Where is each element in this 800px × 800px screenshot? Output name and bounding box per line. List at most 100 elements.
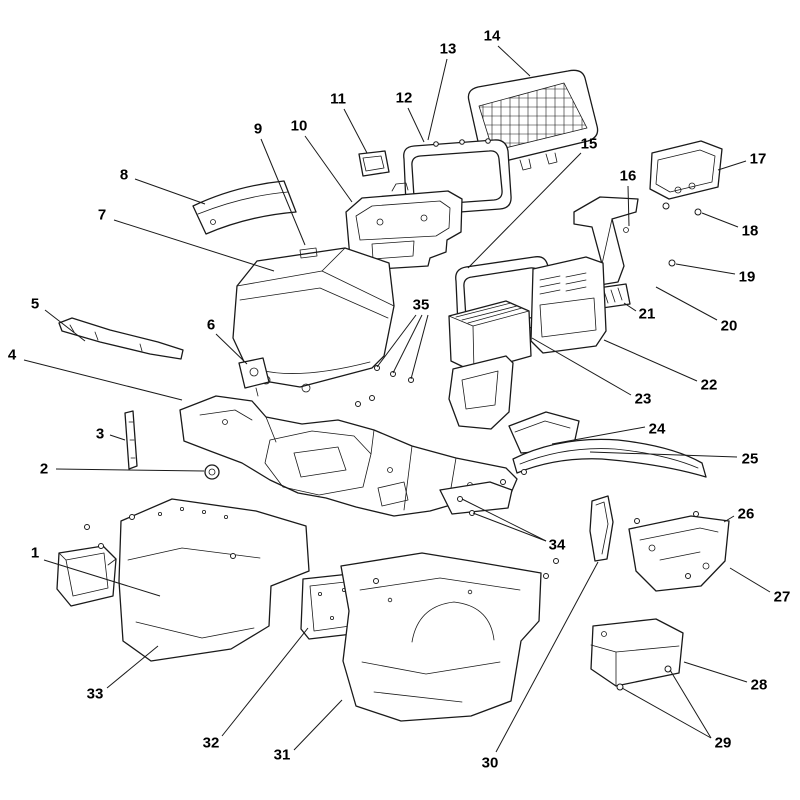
leader-line-21 [623,302,637,312]
leader-line-17 [717,160,747,171]
leader-line-16 [627,185,630,227]
callout-32: 32 [203,735,220,752]
leader-line-6 [215,333,248,365]
leader-line-35-3 [410,314,429,380]
leader-line-19 [675,263,736,275]
part-2-round-plug [204,464,220,480]
part-26-27-rear-bracket [628,511,730,592]
callout-13: 13 [440,41,457,58]
part-30-narrow-pillar [589,495,614,562]
callout-34: 34 [549,537,566,554]
leader-line-35-2 [392,314,423,374]
leader-line-10 [304,135,353,203]
part-4-dash-frame [179,395,518,517]
part-8-curved-panel [192,180,297,235]
leader-line-32 [221,627,309,737]
leader-line-7 [113,219,275,272]
part-33-left-floor-panel [118,498,310,662]
leader-line-14 [497,45,531,77]
callout-33: 33 [87,686,104,703]
part-1-foot-pocket [56,545,117,607]
part-3-side-strip [124,410,138,470]
part-18-19-screws [662,202,702,267]
callout-11: 11 [330,91,346,108]
leader-line-29-2 [669,669,712,739]
leader-line-1 [43,559,161,597]
leader-line-11 [343,108,368,154]
leader-line-31 [293,699,343,751]
part-25-curved-rail [512,438,707,478]
callout-35: 35 [413,297,430,314]
callout-16: 16 [620,168,637,185]
leader-line-13 [427,58,448,141]
part-24-lower-bracket [448,355,514,430]
part-17-corner-panel [649,140,723,200]
leader-line-22 [603,339,698,382]
leader-line-9 [260,138,306,246]
leader-line-29 [621,687,712,739]
scattered-fasteners [84,365,559,584]
callout-24: 24 [649,421,666,438]
callout-10: 10 [291,118,308,135]
callout-7: 7 [98,207,106,224]
leader-line-20 [655,286,718,321]
leader-line-33 [106,645,159,689]
callout-26: 26 [738,506,755,523]
callout-21: 21 [639,306,656,323]
leader-line-25 [589,451,738,458]
callout-2: 2 [40,461,48,478]
callout-8: 8 [120,167,128,184]
callout-31: 31 [274,747,291,764]
callout-18: 18 [742,223,759,240]
leader-line-30 [495,561,599,753]
callout-25: 25 [742,451,759,468]
leader-line-34 [461,498,547,542]
part-28-storage-box [590,618,684,687]
leader-line-26 [723,515,735,523]
callout-6: 6 [207,317,215,334]
leader-line-27 [729,567,771,593]
part-23-vented-box [448,300,532,373]
callout-5: 5 [31,296,39,313]
part-31-right-floor-pan [340,552,542,722]
leader-line-5 [44,309,86,342]
callout-23: 23 [635,391,652,408]
leader-line-18 [701,212,739,228]
callout-20: 20 [721,318,738,335]
leader-line-34-2 [472,512,547,542]
callout-30: 30 [482,755,499,772]
callout-4: 4 [8,347,17,364]
leader-line-24 [551,426,646,445]
callout-15: 15 [581,136,598,153]
part-6-small-mount [238,357,270,397]
leader-line-4 [23,359,183,401]
leader-line-8 [134,178,206,205]
leader-line-3 [109,434,126,441]
part-22-center-console [530,256,607,354]
part-16-support-bracket [573,196,639,287]
callout-17: 17 [750,151,767,168]
part-29-fasteners [616,665,672,691]
callout-12: 12 [396,90,413,107]
leader-line-28 [683,661,748,683]
callout-9: 9 [254,121,262,138]
callout-27: 27 [774,589,791,606]
part-11-small-module [358,150,390,177]
callout-14: 14 [484,28,501,45]
leader-line-2 [55,468,205,472]
callout-22: 22 [701,377,718,394]
leader-line-15 [467,152,582,269]
part-7-cargo-box [232,247,395,393]
callout-1: 1 [31,545,39,562]
callout-3: 3 [96,426,104,443]
part-5-trim-rail [58,317,184,360]
part-illustrations [56,69,730,722]
callout-29: 29 [715,735,732,752]
callout-28: 28 [751,677,768,694]
leader-line-35 [376,314,417,368]
leader-line-23 [531,337,632,396]
callout-19: 19 [739,269,756,286]
